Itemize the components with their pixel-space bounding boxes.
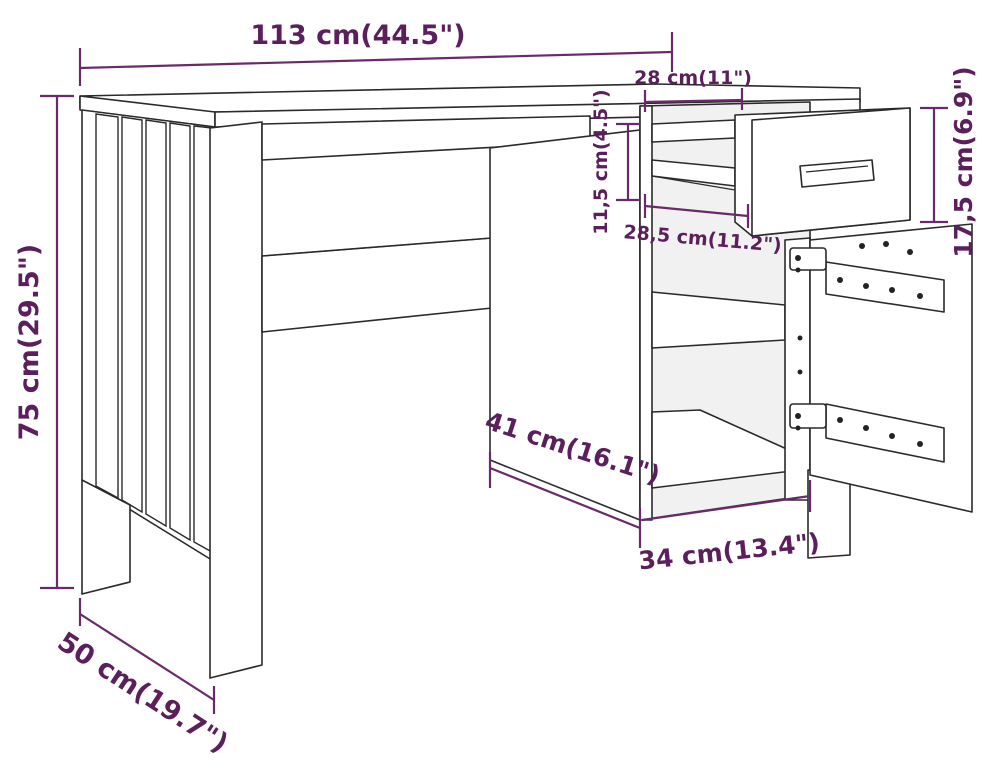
door-screw-holes xyxy=(797,241,923,447)
cabinet-front-left xyxy=(639,105,653,521)
cabinet-right-post xyxy=(784,237,811,501)
door-hinges xyxy=(789,247,827,431)
dimension-lines xyxy=(40,32,948,714)
left-front-leg xyxy=(209,121,263,679)
label-cabinet-width: 34 cm(13.4") xyxy=(637,528,821,576)
door-batten-top xyxy=(825,261,945,313)
label-drawer-height: 11,5 cm(4.5") xyxy=(590,89,612,234)
label-drawer-front-height: 17,5 cm(6.9") xyxy=(949,66,978,257)
middle-rail xyxy=(261,237,493,333)
label-depth-total: 50 cm(19.7") xyxy=(52,626,234,759)
left-back-leg xyxy=(81,479,131,595)
left-side-planks xyxy=(95,113,213,554)
drawer-rail-top xyxy=(651,119,736,143)
label-height-total: 75 cm(29.5") xyxy=(14,244,45,440)
label-drawer-width: 28 cm(11") xyxy=(634,67,752,89)
desk-drawing xyxy=(79,83,973,679)
label-width-total: 113 cm(44.5") xyxy=(250,20,465,51)
